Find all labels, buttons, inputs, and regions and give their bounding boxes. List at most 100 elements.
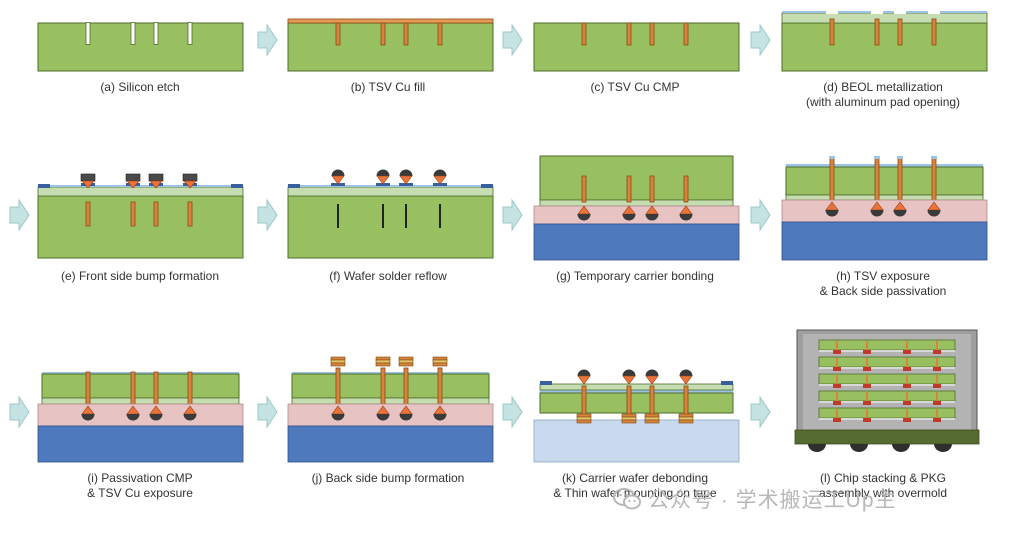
underfill: [819, 401, 955, 403]
beol-layer: [539, 383, 734, 391]
caption-line: (with aluminum pad opening): [805, 95, 961, 109]
tsv-via: [936, 358, 938, 367]
etched-trench: [187, 22, 193, 45]
caption-d: (d) BEOL metallization(with aluminum pad…: [758, 80, 1008, 110]
pad-opening: [826, 11, 838, 14]
solder-cap: [183, 414, 197, 421]
interconnect: [903, 401, 911, 405]
micro-bump-layer: [644, 413, 660, 418]
interconnect: [933, 367, 941, 371]
interconnect: [863, 401, 871, 405]
tsv-via: [897, 18, 903, 46]
pad-opening: [894, 11, 906, 14]
via-cap: [897, 156, 903, 159]
micro-bump-layer: [644, 419, 660, 424]
via-cap: [931, 156, 937, 159]
silicon-wafer: [287, 22, 494, 72]
bump-pillar: [81, 180, 95, 189]
micro-bump-layer: [398, 359, 414, 364]
micro-bump-layer: [375, 356, 391, 361]
process-arrow: [750, 23, 771, 57]
tsv-via: [874, 157, 880, 201]
tsv-via: [581, 22, 587, 46]
tsv-via: [874, 18, 880, 46]
caption-j: (j) Back side bump formation: [263, 471, 513, 486]
caption-line: (b) TSV Cu fill: [350, 80, 426, 94]
watermark: 公众号 · 学术搬运工Up主: [612, 484, 1012, 514]
micro-bump-layer: [375, 359, 391, 364]
bump-pillar: [126, 180, 140, 189]
passivation-layer: [786, 164, 983, 167]
caption-line: (h) TSV exposure: [836, 269, 930, 283]
tsv-via: [836, 375, 838, 384]
solder-cap: [893, 210, 907, 217]
passivation-layer: [38, 185, 243, 187]
micro-bump-layer: [644, 416, 660, 421]
caption-line: (l) Chip stacking & PKG: [819, 471, 947, 485]
solder-cap: [645, 214, 659, 221]
interconnect: [903, 350, 911, 354]
solder-cap: [622, 369, 636, 376]
panel-c: [533, 22, 740, 72]
via-cap: [829, 156, 835, 159]
edge-pad: [721, 381, 733, 385]
process-arrow: [9, 198, 30, 232]
solder-cap: [825, 210, 839, 217]
caption-line: & TSV Cu exposure: [87, 486, 193, 500]
carrier-wafer: [37, 425, 244, 463]
edge-pad: [481, 184, 493, 188]
edge-pad: [38, 184, 50, 188]
tsv-via: [130, 371, 136, 405]
interconnect: [863, 350, 871, 354]
tsv-via: [581, 385, 587, 417]
tsv-via: [187, 201, 193, 227]
edge-pad: [288, 184, 300, 188]
caption-line: & Thin wafer mounting on tape: [553, 486, 717, 500]
micro-bump-layer: [678, 416, 694, 421]
process-arrow: [750, 395, 771, 429]
etched-trench: [153, 22, 159, 45]
panel-k: [533, 369, 740, 463]
temporary-adhesive: [533, 205, 740, 225]
solder-cap: [433, 414, 447, 421]
tsv-via: [866, 341, 868, 350]
tsv-via: [906, 392, 908, 401]
micro-bump-layer: [678, 419, 694, 424]
micro-bump-layer: [330, 356, 346, 361]
micro-bump-layer: [432, 362, 448, 367]
micro-bump-layer: [398, 362, 414, 367]
temporary-adhesive: [781, 199, 988, 223]
passivation-layer: [292, 372, 489, 374]
solder-cap: [331, 414, 345, 421]
interconnect: [933, 418, 941, 422]
process-arrow: [750, 198, 771, 232]
bump-pillar: [149, 180, 163, 189]
micro-bump-layer: [375, 362, 391, 367]
silicon-wafer: [539, 155, 734, 201]
solder-cap: [622, 214, 636, 221]
tsv-via-dark: [405, 204, 407, 228]
tsv-via: [866, 409, 868, 418]
caption-line: (f) Wafer solder reflow: [329, 269, 447, 283]
solder-cap: [679, 214, 693, 221]
tsv-via: [936, 409, 938, 418]
bga-ball: [934, 444, 952, 452]
solder-cap: [927, 210, 941, 217]
tsv-via: [649, 385, 655, 417]
panel-j: [287, 356, 494, 463]
silicon-wafer: [41, 373, 240, 399]
interconnect: [833, 418, 841, 422]
micro-bump-layer: [432, 359, 448, 364]
process-arrow: [257, 395, 278, 429]
process-arrow: [9, 395, 30, 429]
panel-b: [287, 18, 494, 72]
stacked-die: [818, 373, 956, 385]
caption-line: (e) Front side bump formation: [60, 269, 220, 283]
interconnect: [833, 350, 841, 354]
beol-layer: [291, 397, 490, 405]
micro-bump-layer: [621, 413, 637, 418]
interconnect: [833, 367, 841, 371]
process-arrow: [257, 198, 278, 232]
caption-c: (c) TSV Cu CMP: [510, 80, 760, 95]
